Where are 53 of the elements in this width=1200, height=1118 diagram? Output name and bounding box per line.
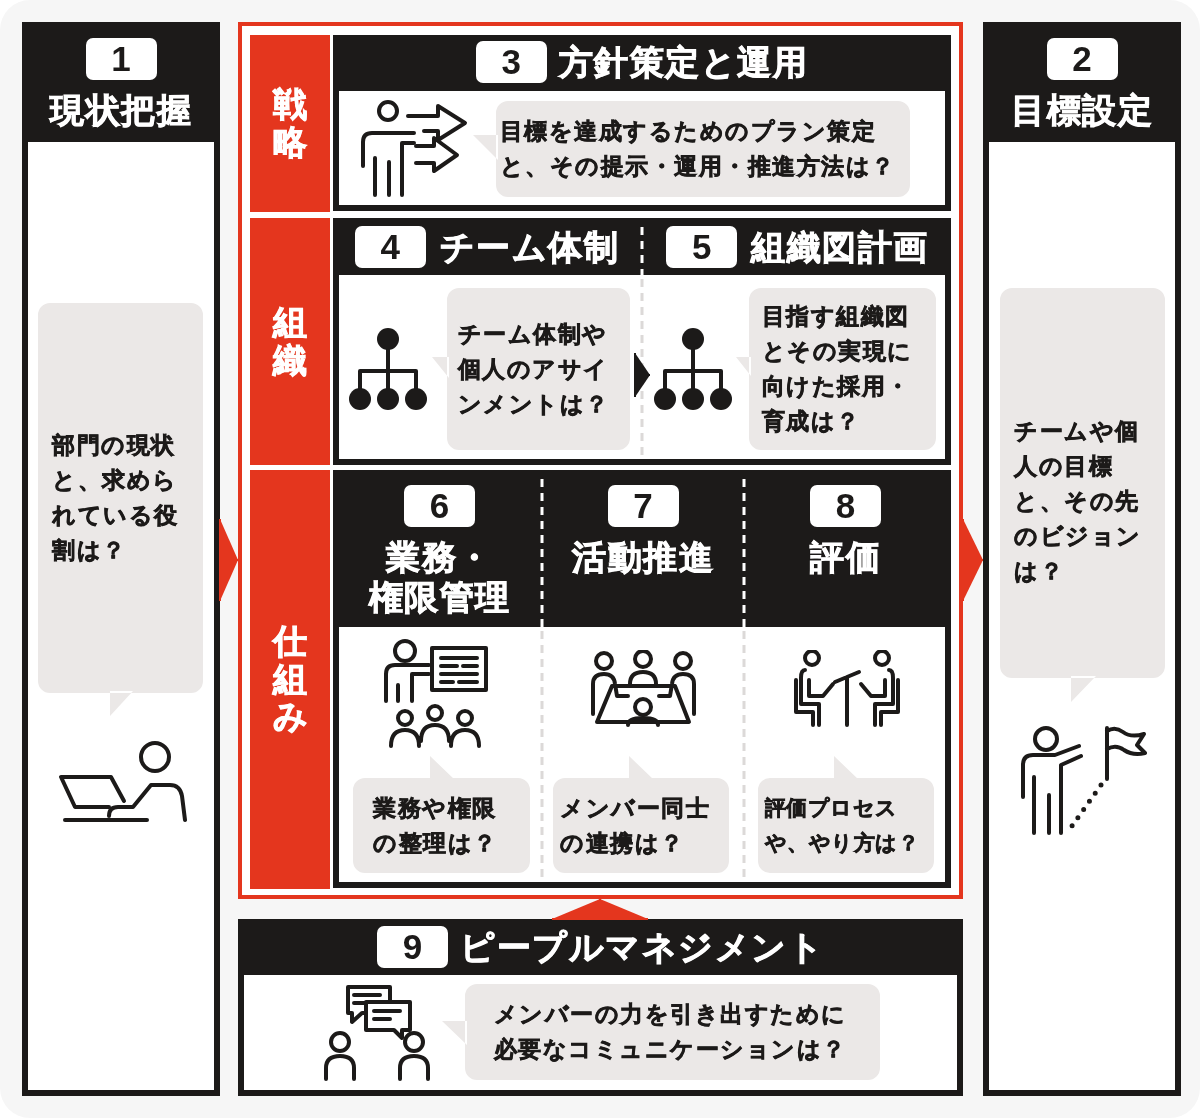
question-text: チーム体制や個人のアサインメントは？	[457, 319, 611, 419]
category-band	[250, 470, 330, 889]
speech-bubble	[1000, 288, 1165, 702]
question-text: 目指す組織図とその実現に向けた採用・育成は？	[761, 302, 914, 436]
step-panel	[238, 919, 963, 1096]
step-number: 3	[475, 41, 547, 83]
chevron-arrow	[962, 518, 984, 602]
step-title: ピープルマネジメント	[460, 927, 824, 967]
question-text: 部門の現状と、求められている役割は？	[52, 431, 180, 565]
step-number: 8	[810, 485, 881, 527]
category-label: 戦略	[273, 86, 307, 161]
step-number: 2	[1046, 38, 1118, 80]
category-label: 仕組み	[273, 623, 307, 736]
step-title: 活動推進	[571, 537, 715, 577]
chevron-arrow	[551, 898, 649, 920]
category-band	[250, 218, 330, 465]
question-text: メンバーの力を引き出すために必要なコミュニケーションは？	[493, 1000, 848, 1064]
step-number: 5	[666, 226, 738, 268]
speech-bubble	[553, 756, 729, 873]
step-title: チーム体制	[439, 227, 620, 267]
step-number: 9	[377, 926, 448, 968]
speech-bubble	[353, 756, 530, 873]
section-group-panel	[333, 218, 951, 465]
speech-bubble	[442, 984, 880, 1080]
step-panel	[983, 22, 1181, 1096]
speech-bubble	[473, 101, 910, 197]
step-number: 7	[607, 485, 679, 527]
question-text: 目標を達成するためのプラン策定と、その提示・運用・推進方法は？	[499, 117, 897, 181]
speech-bubble	[432, 288, 630, 450]
section-group-panel	[333, 470, 951, 888]
step-panel	[22, 22, 220, 1096]
category-frame	[238, 22, 963, 899]
step-number: 6	[404, 485, 475, 527]
step-number: 4	[354, 226, 426, 268]
speech-bubble	[736, 288, 936, 450]
question-text: チームや個人の目標と、その先のビジョンは？	[1014, 416, 1143, 586]
step-title: 目標設定	[1011, 90, 1153, 130]
speech-bubble	[758, 756, 934, 873]
section-panel	[333, 35, 951, 211]
category-band	[250, 35, 330, 212]
step-title: 評価	[809, 537, 882, 577]
step-title: 方針策定と運用	[558, 42, 809, 82]
speech-bubble	[38, 303, 203, 716]
step-title: 組織図計画	[751, 227, 929, 267]
question-text: 評価プロセスや、やり方は？	[764, 794, 920, 857]
chevron-arrow	[634, 352, 651, 398]
question-text: 業務や権限の整理は？	[373, 793, 499, 858]
step-number: 1	[85, 38, 157, 80]
step-title: 現状把握	[50, 90, 192, 130]
question-text: メンバー同士の連携は？	[560, 793, 711, 858]
chevron-arrow	[219, 518, 239, 602]
category-label: 組織	[273, 304, 307, 379]
step-title: 業務・権限管理	[367, 537, 512, 617]
